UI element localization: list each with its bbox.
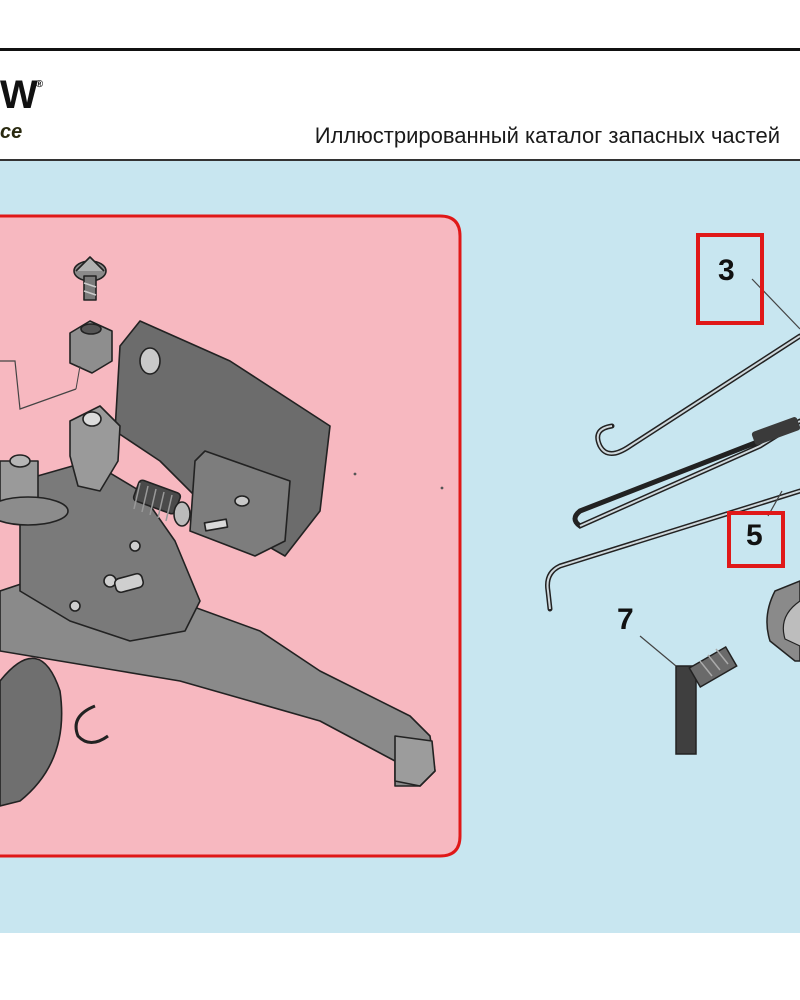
spring-end-cap <box>173 501 191 527</box>
plate-slot <box>113 572 145 594</box>
bracket-hole <box>139 347 161 375</box>
callout-label-3: 3 <box>718 254 735 287</box>
t-bolt-part-7 <box>675 645 738 755</box>
screw-part <box>73 256 107 301</box>
logo-registered-mark: ® <box>35 79 44 90</box>
plate-hole <box>129 540 141 552</box>
brand-logo: W® <box>0 73 44 118</box>
callout-box-3 <box>696 233 764 325</box>
throttle-control-assembly <box>0 256 436 807</box>
retaining-clip <box>74 704 109 744</box>
speck <box>353 472 357 476</box>
speck <box>440 486 444 490</box>
governor-disc <box>0 657 63 807</box>
pivot-washer <box>0 496 69 526</box>
page-header: W® ce Иллюстрированный каталог запасных … <box>0 51 800 159</box>
rod-spring <box>751 417 800 445</box>
callout-box-5 <box>727 511 785 568</box>
leader-line <box>75 365 81 390</box>
pivot-stud <box>9 454 31 468</box>
plate-hole <box>103 574 117 588</box>
callout-label-5: 5 <box>746 519 763 552</box>
plate-hole <box>69 600 81 612</box>
parts-diagram <box>0 214 800 858</box>
page-title: Иллюстрированный каталог запасных частей <box>314 123 780 148</box>
swivel-block <box>69 405 121 492</box>
callout-label-7: 7 <box>617 603 634 636</box>
lever-channel <box>394 735 436 787</box>
top-rule <box>0 48 800 51</box>
bracket-slot-hole <box>234 495 250 507</box>
leader-line-7 <box>639 635 677 667</box>
logo-letters: W <box>0 73 38 117</box>
leader-line <box>0 360 77 410</box>
brand-tagline: ce <box>0 121 23 143</box>
choke-rod-part-5 <box>572 418 800 529</box>
bracket-tab <box>203 518 229 532</box>
hex-spacer <box>69 320 113 374</box>
page-footer-area <box>0 933 800 1000</box>
header-divider <box>0 159 800 161</box>
swivel-hole <box>82 411 102 427</box>
